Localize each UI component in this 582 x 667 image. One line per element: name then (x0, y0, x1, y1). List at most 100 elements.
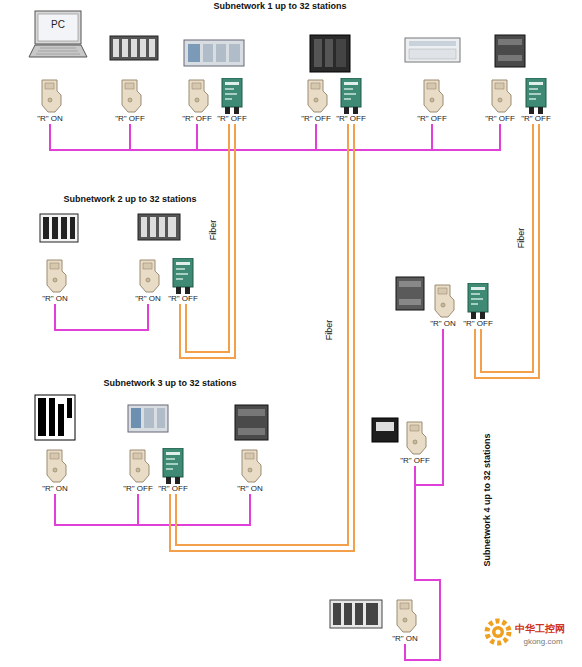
network-heading: Subnetwork 3 up to 32 stations (103, 379, 236, 389)
pc-laptop: PC (28, 10, 88, 60)
plc-rack (110, 36, 158, 60)
connector-drawing (402, 420, 428, 456)
fiber-optic-module: "R" OFF (215, 78, 249, 124)
olm-drawing (339, 78, 363, 114)
resistor-setting: "R" ON (426, 319, 460, 329)
profibus-cable (55, 494, 138, 525)
resistor-setting: "R" OFF (121, 484, 155, 494)
resistor-setting: "R" OFF (215, 114, 249, 124)
resistor-setting: "R" OFF (166, 294, 200, 304)
bus-connector: "R" ON (38, 258, 72, 304)
bus-connector: "R" ON (33, 78, 67, 124)
resistor-setting: "R" OFF (180, 114, 214, 124)
resistor-setting: "R" ON (131, 294, 165, 304)
resistor-setting: "R" OFF (334, 114, 368, 124)
s7-200-plc (235, 405, 268, 440)
resistor-setting: "R" ON (33, 114, 67, 124)
operator-panel (405, 38, 460, 62)
et200-module (128, 405, 168, 432)
network-heading: Subnetwork 4 up to 32 stations (483, 433, 493, 566)
connector-drawing (237, 448, 263, 484)
resistor-setting: "R" OFF (519, 114, 553, 124)
resistor-setting: "R" OFF (113, 114, 147, 124)
connector-drawing (37, 78, 63, 114)
fiber-optic-module: "R" OFF (461, 283, 495, 329)
resistor-setting: "R" ON (233, 484, 267, 494)
connector-drawing (487, 78, 513, 114)
bus-connector: "R" ON (233, 448, 267, 494)
network-heading: Subnetwork 1 up to 32 stations (213, 2, 346, 12)
fiber-strand (475, 124, 539, 378)
fiber-link (180, 124, 235, 358)
bus-line (316, 124, 432, 150)
bus-connector: "R" OFF (121, 448, 155, 494)
profibus-cable (130, 124, 197, 150)
connector-drawing (42, 258, 68, 294)
profibus-cable (432, 124, 500, 150)
fiber-link (475, 124, 539, 378)
resistor-setting: "R" OFF (156, 484, 190, 494)
plc-rack (35, 395, 75, 440)
connector-drawing (430, 283, 456, 319)
small-device (372, 418, 398, 442)
bus-line (197, 124, 316, 150)
watermark: 中华工控网 (515, 623, 565, 634)
profibus-cable (138, 494, 250, 525)
fiber-optic-module: "R" OFF (334, 78, 368, 124)
connector-drawing (42, 448, 68, 484)
resistor-setting: "R" OFF (398, 456, 432, 466)
laptop-drawing (28, 10, 88, 60)
plc-rack (40, 214, 78, 242)
fiber-optic-module: "R" OFF (519, 78, 553, 124)
connector-drawing (184, 78, 210, 114)
bus-connector: "R" ON (38, 448, 72, 494)
connector-drawing (303, 78, 329, 114)
fiber-strand (176, 124, 348, 545)
connector-drawing (125, 448, 151, 484)
bus-connector: "R" OFF (299, 78, 333, 124)
olm-drawing (524, 78, 548, 114)
fiber-strand (180, 124, 235, 358)
connector-drawing (419, 78, 445, 114)
resistor-setting: "R" ON (388, 634, 422, 644)
bus-line (55, 304, 148, 330)
connector-drawing (117, 78, 143, 114)
olm-drawing (171, 258, 195, 294)
bus-line (138, 494, 250, 525)
bus-connector: "R" OFF (180, 78, 214, 124)
connector-drawing (392, 598, 418, 634)
fiber-optic-module: "R" OFF (156, 448, 190, 494)
bus-connector: "R" ON (426, 283, 460, 329)
bus-line (50, 124, 130, 150)
watermark: gkong.com (523, 638, 562, 647)
watermark-gear (487, 621, 509, 643)
olm-drawing (161, 448, 185, 484)
bus-connector: "R" OFF (398, 420, 432, 466)
network-heading: Subnetwork 2 up to 32 stations (63, 195, 196, 205)
resistor-setting: "R" OFF (299, 114, 333, 124)
plc-rack (138, 214, 180, 240)
fiber-strand (481, 124, 533, 372)
bus-connector: "R" OFF (415, 78, 449, 124)
bus-connector: "R" ON (388, 598, 422, 644)
bus-connector: "R" OFF (483, 78, 517, 124)
resistor-setting: "R" OFF (415, 114, 449, 124)
s7-300-plc (184, 40, 244, 66)
profibus-cable (197, 124, 316, 150)
profibus-cable (316, 124, 432, 150)
connector-drawing (135, 258, 161, 294)
resistor-setting: "R" ON (38, 294, 72, 304)
device-name: PC (28, 19, 88, 31)
resistor-setting: "R" OFF (461, 319, 495, 329)
fiber-label: Fiber (325, 320, 335, 341)
fiber-label: Fiber (209, 220, 219, 241)
bus-line (55, 494, 138, 525)
resistor-setting: "R" ON (38, 484, 72, 494)
bus-line (432, 124, 500, 150)
bus-connector: "R" ON (131, 258, 165, 304)
fiber-strand (186, 124, 229, 352)
fiber-label: Fiber (517, 228, 527, 249)
s7-200-plc (495, 35, 525, 67)
fiber-optic-module: "R" OFF (166, 258, 200, 304)
